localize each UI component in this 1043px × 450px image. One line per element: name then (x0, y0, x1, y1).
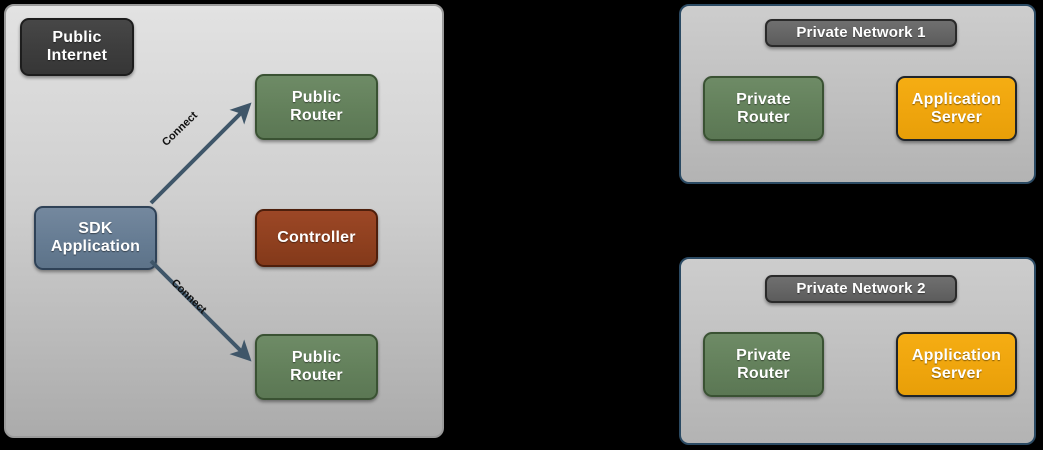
node-sdk-application-line2: Application (50, 238, 141, 255)
private-network-2-panel: Private Network 2 Private Router Applica… (679, 257, 1036, 445)
node-application-server-1-line1: Application (911, 90, 1002, 108)
node-public-router-1-line1: Public (291, 89, 342, 107)
node-public-router-2-line1: Public (291, 349, 342, 367)
node-application-server-2-line1: Application (911, 346, 1002, 364)
node-application-server-1-line2: Server (930, 108, 983, 126)
private-network-1-title[interactable]: Private Network 1 (765, 19, 957, 47)
node-public-router-2[interactable]: Public Router (255, 334, 378, 400)
node-private-router-1-line1: Private (736, 90, 791, 108)
node-private-router-1-line2: Router (737, 108, 790, 126)
node-private-router-2-line1: Private (736, 346, 791, 364)
private-network-2-title-label: Private Network 2 (796, 279, 926, 297)
node-application-server-2-line2: Server (930, 364, 983, 382)
node-public-internet-line2: Internet (46, 47, 108, 64)
node-public-internet-line1: Public (52, 29, 102, 47)
node-public-router-2-line2: Router (290, 367, 343, 384)
node-sdk-application-line1: SDK (78, 220, 113, 238)
node-public-router-1[interactable]: Public Router (255, 74, 378, 140)
node-private-router-1[interactable]: Private Router (703, 76, 824, 141)
private-network-1-panel: Private Network 1 Private Router Applica… (679, 4, 1036, 184)
node-private-router-2-line2: Router (737, 364, 790, 382)
node-public-internet[interactable]: Public Internet (20, 18, 134, 76)
node-public-router-1-line2: Router (290, 107, 343, 124)
private-network-1-title-label: Private Network 1 (796, 23, 926, 41)
node-private-router-2[interactable]: Private Router (703, 332, 824, 397)
node-controller-label: Controller (277, 229, 356, 247)
private-network-2-title[interactable]: Private Network 2 (765, 275, 957, 303)
node-application-server-1[interactable]: Application Server (896, 76, 1017, 141)
public-internet-panel: Public Internet Public Router SDK Applic… (4, 4, 444, 438)
node-sdk-application[interactable]: SDK Application (34, 206, 157, 270)
node-application-server-2[interactable]: Application Server (896, 332, 1017, 397)
node-controller[interactable]: Controller (255, 209, 378, 267)
